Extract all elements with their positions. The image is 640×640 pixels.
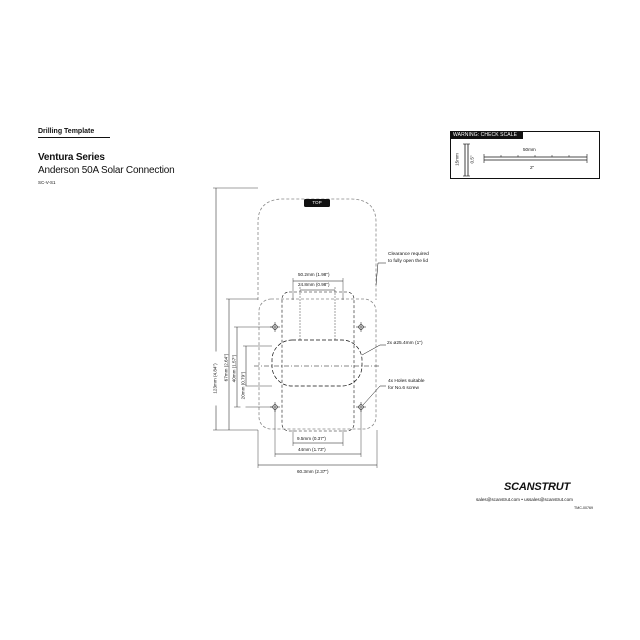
center-cutout (271, 339, 363, 387)
screw-hole-tr (356, 322, 366, 332)
note-screw-line-1: 4x Holes suitable (388, 379, 425, 384)
top-orientation-label: TOP (304, 199, 330, 207)
note-hole-size: 2x ø25.4mm (1") (387, 341, 423, 346)
series-name: Ventura Series (38, 152, 105, 163)
scanstrut-logo: SCANSTRUT (504, 481, 571, 493)
scale-check-heading: WARNING: CHECK SCALE (451, 132, 523, 139)
dim-123mm: 123mm (4.84") (212, 351, 218, 406)
label-50mm: 50mm (523, 147, 536, 152)
product-name: Anderson 50A Solar Connection (38, 165, 175, 176)
dim-9-5mm: 9.5mm (0.37") (296, 436, 327, 441)
dim-20mm: 20mm (0.79") (240, 360, 246, 411)
dim-40mm: 40mm (1.57") (231, 343, 237, 394)
dim-60-3mm: 60.3mm (2.37") (296, 469, 330, 474)
note-clearance-line-1: Clearance required (388, 252, 429, 257)
title-underline (38, 137, 110, 138)
scale-check-box: WARNING: CHECK SCALE 15mm 0.5" 50mm 2" (450, 131, 600, 179)
note-screw-line-2: for No.6 screw (388, 386, 419, 391)
label-2in: 2" (530, 165, 535, 170)
dim-67mm: 67mm (2.64") (223, 342, 229, 393)
dim-50-2mm: 50.2mm (1.98") (297, 272, 331, 277)
dim-44mm: 44mm (1.73") (297, 447, 327, 452)
scale-check-ruler (463, 143, 588, 177)
document-code: TMC-00769 (574, 506, 593, 510)
contact-emails: sales@scanstrut.com • ussales@scanstrut.… (476, 497, 573, 502)
note-clearance-line-2: to fully open the lid (388, 259, 429, 264)
dim-24-8mm: 24.8mm (0.98") (297, 282, 331, 287)
body-outline (258, 298, 377, 430)
plate-outline (281, 291, 355, 432)
product-code: SC-V-S1 (38, 180, 56, 185)
template-title: Drilling Template (38, 128, 95, 135)
